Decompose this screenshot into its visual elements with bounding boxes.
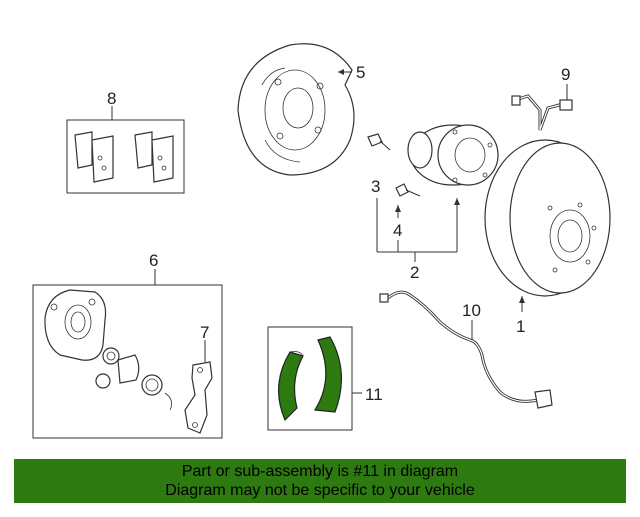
- hub-bolt-4: [395, 183, 409, 197]
- callout-7: 7: [200, 323, 209, 342]
- callout-10: 10: [462, 301, 481, 320]
- info-banner: Part or sub-assembly is #11 in diagram D…: [14, 459, 626, 503]
- parking-brake-shoes-part[interactable]: [267, 326, 362, 431]
- leader-5-arrow: [338, 69, 344, 75]
- caliper-piston-seal: [141, 374, 163, 396]
- hose-fitting: [559, 99, 573, 111]
- brake-shoes-box: [267, 326, 353, 431]
- hub-assembly-part[interactable]: [367, 124, 499, 262]
- abs-sensor-head: [534, 389, 553, 409]
- backing-plate-part[interactable]: [237, 43, 355, 176]
- callout-2: 2: [410, 263, 419, 282]
- abs-sensor-part[interactable]: [379, 290, 553, 409]
- banner-line-1: Part or sub-assembly is #11 in diagram: [181, 463, 459, 480]
- rotor-face: [509, 142, 611, 294]
- caliper-seal: [102, 347, 120, 365]
- brake-hose-part[interactable]: [511, 84, 573, 131]
- caliper-bracket-part[interactable]: [184, 340, 213, 434]
- brake-pad-right-outer: [134, 131, 153, 169]
- caliper-group[interactable]: [32, 269, 223, 439]
- caliper-piston: [117, 354, 140, 384]
- backing-plate: [237, 43, 355, 176]
- banner-line-2: Diagram may not be specific to your vehi…: [165, 482, 475, 499]
- callout-11: 11: [365, 385, 383, 404]
- brake-shoe-right: [313, 336, 343, 413]
- callout-3: 3: [371, 177, 380, 196]
- abs-connector: [379, 293, 389, 303]
- callout-4: 4: [393, 221, 402, 240]
- brake-pads-group[interactable]: [66, 106, 185, 194]
- callout-5: 5: [356, 63, 365, 82]
- caliper-body: [44, 289, 107, 361]
- brake-pad-right-inner: [151, 135, 174, 183]
- caliper-box: [32, 284, 223, 439]
- callout-6: 6: [149, 251, 158, 270]
- callout-9: 9: [561, 65, 570, 84]
- brake-shoe-left: [277, 351, 304, 422]
- caliper-bracket: [184, 361, 213, 434]
- hub-bolt-3: [367, 133, 383, 147]
- brake-pad-left-outer: [74, 131, 93, 169]
- rotor-hat: [549, 209, 591, 263]
- brake-pads-box: [66, 119, 185, 194]
- callout-1: 1: [516, 317, 525, 336]
- callout-8: 8: [107, 89, 116, 108]
- brake-rotor-part[interactable]: [484, 139, 611, 312]
- caliper-dust-boot: [95, 373, 111, 389]
- brake-pad-left-inner: [91, 135, 114, 183]
